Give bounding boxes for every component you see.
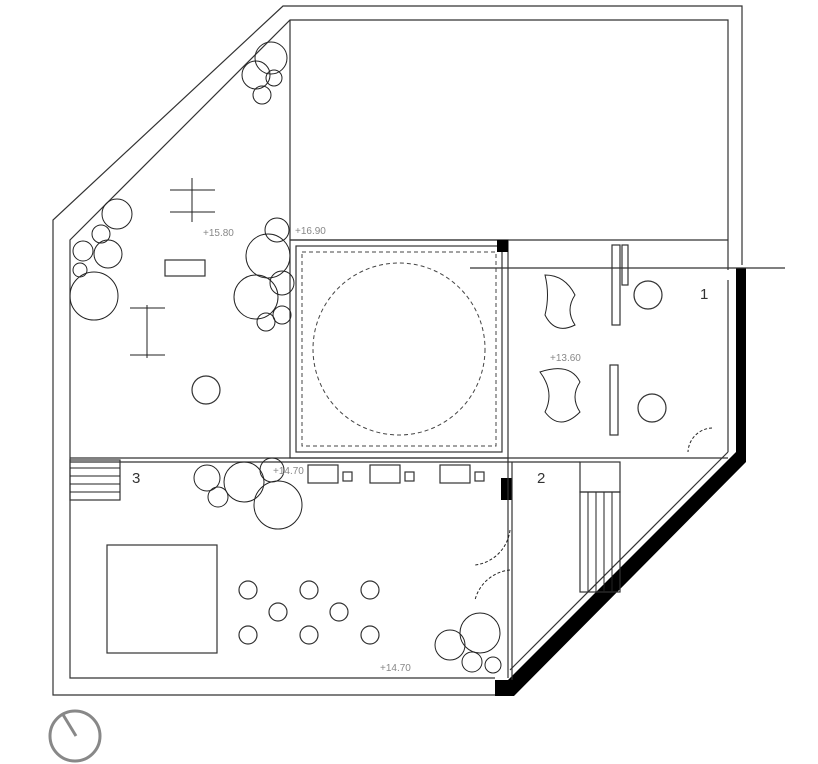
stairs	[69, 459, 621, 593]
level-label-room1: +13.60	[550, 353, 581, 364]
outer-walls	[52, 5, 746, 696]
interior-walls	[70, 244, 785, 680]
level-label-garden: +15.80	[203, 228, 234, 239]
cafe-tables	[238, 274, 667, 645]
room-number-1: 1	[700, 286, 708, 303]
room-number-3: 3	[132, 470, 140, 487]
garden-furniture	[106, 178, 485, 654]
north-arrow-icon	[48, 709, 102, 763]
room-number-2: 2	[537, 470, 545, 487]
level-label-terrace-top: +14.70	[273, 466, 304, 477]
courtyard	[289, 239, 512, 500]
level-label-terrace-bottom: +14.70	[380, 663, 411, 674]
trees	[69, 41, 502, 674]
level-label-courtyard: +16.90	[295, 226, 326, 237]
